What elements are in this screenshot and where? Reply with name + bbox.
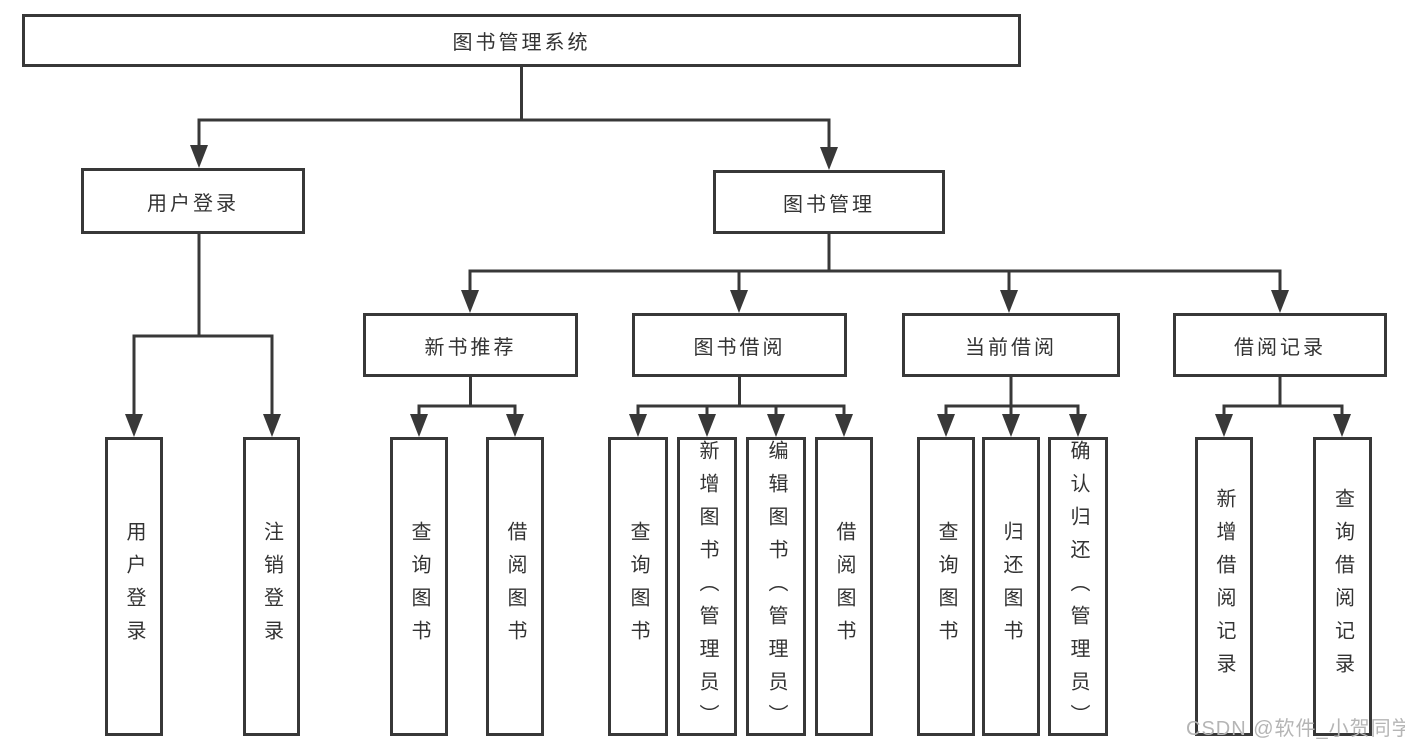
connector-borrow-records-split — [1222, 375, 1344, 421]
node-borrow-records-label: 借阅记录 — [1234, 336, 1326, 359]
node-current-borrow-label: 当前借阅 — [965, 336, 1057, 359]
leaf-cb-confirm-return-admin-label: 确认归还（管理员） — [1067, 440, 1089, 737]
leaf-user-login: 用户登录 — [105, 437, 163, 736]
node-new-book-rec-label: 新书推荐 — [424, 336, 517, 359]
leaf-logout: 注销登录 — [243, 437, 300, 736]
node-borrow-records: 借阅记录 — [1173, 313, 1387, 377]
leaf-br-query-record-label: 查询借阅记录 — [1331, 487, 1354, 686]
node-book-borrow-label: 图书借阅 — [693, 336, 786, 359]
node-book-mgmt: 图书管理 — [713, 170, 945, 234]
node-book-mgmt-label: 图书管理 — [783, 193, 875, 216]
leaf-nb-query-books: 查询图书 — [390, 437, 448, 736]
leaf-br-add-record-label: 新增借阅记录 — [1213, 487, 1235, 686]
leaf-br-query-record: 查询借阅记录 — [1313, 437, 1372, 736]
node-current-borrow: 当前借阅 — [902, 313, 1120, 377]
leaf-cb-return-books: 归还图书 — [982, 437, 1040, 736]
leaf-cb-query-books-label: 查询图书 — [935, 520, 957, 653]
leaf-cb-confirm-return-admin: 确认归还（管理员） — [1048, 437, 1108, 737]
leaf-logout-label: 注销登录 — [260, 520, 283, 653]
node-user-login-label: 用户登录 — [147, 192, 239, 215]
connector-user-login-split — [132, 232, 274, 421]
node-root: 图书管理系统 — [22, 14, 1021, 67]
node-root-label: 图书管理系统 — [452, 32, 591, 54]
connector-root-to-level2 — [197, 67, 831, 154]
leaf-bb-borrow-books: 借阅图书 — [815, 437, 873, 736]
leaf-bb-borrow-books-label: 借阅图书 — [833, 520, 855, 653]
leaf-cb-query-books: 查询图书 — [917, 437, 975, 736]
leaf-bb-add-books-admin: 新增图书（管理员） — [677, 437, 737, 737]
arrowheads — [125, 145, 1351, 437]
leaf-bb-query-books: 查询图书 — [608, 437, 668, 736]
connector-current-borrow-split — [944, 375, 1080, 421]
node-new-book-rec: 新书推荐 — [363, 313, 578, 377]
leaf-bb-query-books-label: 查询图书 — [627, 520, 649, 653]
leaf-cb-return-books-label: 归还图书 — [1000, 520, 1022, 653]
leaf-br-add-record: 新增借阅记录 — [1195, 437, 1253, 736]
node-user-login: 用户登录 — [81, 168, 305, 234]
leaf-bb-edit-books-admin: 编辑图书（管理员） — [746, 437, 806, 737]
connector-book-borrow-split — [636, 375, 846, 421]
leaf-nb-query-books-label: 查询图书 — [408, 520, 430, 653]
leaf-user-login-label: 用户登录 — [123, 520, 145, 653]
leaf-bb-edit-books-admin-label: 编辑图书（管理员） — [765, 440, 787, 737]
connector-book-mgmt-split — [468, 232, 1282, 297]
leaf-bb-add-books-admin-label: 新增图书（管理员） — [696, 440, 718, 737]
leaf-nb-borrow-books-label: 借阅图书 — [504, 520, 526, 653]
watermark: CSDN @软件_小贺同学 — [1186, 718, 1405, 740]
connector-new-book-rec-split — [417, 375, 517, 421]
node-book-borrow: 图书借阅 — [632, 313, 847, 377]
leaf-nb-borrow-books: 借阅图书 — [486, 437, 544, 736]
